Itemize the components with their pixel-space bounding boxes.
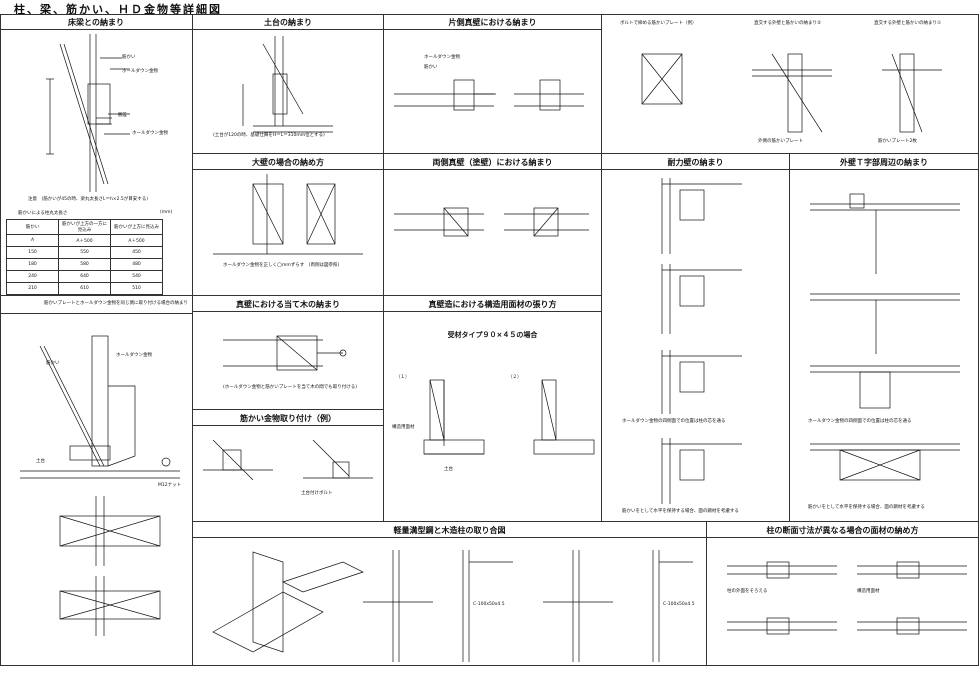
structural-label-sill: 土台 xyxy=(444,467,453,472)
panel-batten: 真壁における当て木の納まり (ホールダウン金物と筋かいプレートを当て木の間でも取… xyxy=(193,296,384,410)
brace-table-title: 筋かいによる柱丸太長さ xyxy=(18,211,68,216)
onewall-label-brace: 筋かい xyxy=(424,65,438,70)
table-cell: 580 xyxy=(58,258,111,271)
panel-beam: 床梁との納まり 筋かい ホールダウン金物 胴差 ホールダウン金物 注意 (筋かい… xyxy=(0,14,193,296)
bracemetal-note: 土台付けボルト xyxy=(301,491,333,496)
panel-onewall: 片側真壁における納まり ホールダウン金物 筋かい xyxy=(384,14,602,154)
table-cell: 450 xyxy=(110,246,163,259)
structural-subtitle: 受材タイプ９０×４５の場合 xyxy=(447,331,538,339)
table-header: 筋かい xyxy=(6,219,59,235)
panel-section: 柱の断面寸法が異なる場合の面材の納め方 柱の外面をそろえる 構造用面材 xyxy=(707,522,979,666)
structural-case-2: （２） xyxy=(508,375,522,380)
table-cell: A＋500 xyxy=(110,234,163,247)
plate-drawing xyxy=(641,53,942,133)
plate-note-b: 筋かいプレート2枚 xyxy=(878,139,917,144)
shear-note-2: 筋かいをとして水平を保持する場合、面の鋼材を考慮する xyxy=(622,509,739,514)
beam-label-holddown: ホールダウン金物 xyxy=(122,69,158,74)
beam-drawing xyxy=(46,34,130,192)
panel-structural-title: 真壁造における構造用面材の張り方 xyxy=(428,300,557,309)
table-cell: 150 xyxy=(6,246,59,259)
structural-label-board: 構造用面材 xyxy=(392,425,415,430)
structural-case-1: （１） xyxy=(396,375,410,380)
plate-note-a: 外側の筋かいプレート xyxy=(758,139,803,144)
ext-note-1: ホールダウン金物の四側面での位置は柱の芯を通る xyxy=(808,419,912,424)
holddown-label-brace: 筋かい xyxy=(46,361,60,366)
onewall-label-holddown: ホールダウン金物 xyxy=(424,55,460,60)
shear-note-1: ホールダウン金物の四側面での位置は柱の芯を通る xyxy=(622,419,726,424)
panel-ext-title: 外壁Ｔ字部周辺の納まり xyxy=(840,158,928,167)
panel-structural: 真壁造における構造用面材の張り方 受材タイプ９０×４５の場合 （１） （２） 構… xyxy=(384,296,602,522)
panel-onewall-title: 片側真壁における納まり xyxy=(448,18,537,27)
steel-label-2: C-100x50x4.5 xyxy=(663,602,695,607)
section-drawing xyxy=(727,561,967,635)
panel-bothwall: 両側真壁（塗壁）における納まり xyxy=(384,154,602,296)
panel-beam-title: 床梁との納まり xyxy=(68,18,124,27)
holddown-drawing xyxy=(20,335,180,636)
batten-drawing xyxy=(223,335,347,371)
panel-plate: ボルトで締める筋かいプレート（例） 直交する外壁と筋かいの納まり② 直交する外壁… xyxy=(602,14,979,154)
panel-batten-title: 真壁における当て木の納まり xyxy=(236,300,340,309)
panel-bracemetal-title: 筋かい金物取り付け（例） xyxy=(240,414,336,423)
panel-steel-title: 軽量溝型鋼と木造柱の取り合図 xyxy=(393,526,506,535)
sill-note: (土台が120の時、基礎仕舞をH＝L＝310mm位とする) xyxy=(213,133,325,138)
table-cell: 540 xyxy=(110,270,163,283)
sill-drawing xyxy=(242,36,333,133)
steel-label-1: C-100x50x4.5 xyxy=(473,602,505,607)
holddown-label-nut: M12ナット xyxy=(158,483,182,488)
ext-note-2: 筋かいをとして水平を保持する場合、面の鋼材を考慮する xyxy=(808,505,925,510)
table-cell: A xyxy=(6,234,59,247)
panel-bracemetal: 筋かい金物取り付け（例） 土台付けボルト xyxy=(193,410,384,522)
table-header: 筋かいが上方に見込み xyxy=(110,219,163,235)
plate-title-a: ボルトで締める筋かいプレート（例） xyxy=(620,21,697,26)
table-cell: 510 xyxy=(110,282,163,295)
ext-drawing xyxy=(810,193,960,481)
table-cell: 240 xyxy=(6,270,59,283)
panel-holddown-title: 筋かいプレートとホールダウン金物を同じ側に取り付ける場合の納まり xyxy=(44,301,188,306)
largewall-note: ホールダウン金物を正しく◯mmずらす (両側は図参照) xyxy=(223,263,340,268)
section-note-1: 柱の外面をそろえる xyxy=(727,589,768,594)
table-cell: 210 xyxy=(6,282,59,295)
panel-largewall-title: 大壁の場合の納め方 xyxy=(252,158,324,167)
batten-note: (ホールダウン金物と筋かいプレートを当て木の間でも取り付ける) xyxy=(223,385,358,390)
section-note-2: 構造用面材 xyxy=(857,589,880,594)
holddown-label-sill: 土台 xyxy=(36,459,45,464)
bracemetal-drawing xyxy=(203,439,373,481)
panel-sill-title: 土台の納まり xyxy=(264,18,312,27)
beam-note: 注意 (筋かいが45の時、梁丸太長さL＝h×2.5が目安する) xyxy=(28,197,149,202)
structural-drawing xyxy=(423,379,595,455)
table-cell: 180 xyxy=(6,258,59,271)
table-cell: 480 xyxy=(110,258,163,271)
holddown-label: ホールダウン金物 xyxy=(116,353,152,358)
shear-drawing xyxy=(661,178,742,504)
panel-ext: 外壁Ｔ字部周辺の納まり ホールダウン金物の四側面での位置は柱の芯を通る 筋かいを… xyxy=(790,154,979,522)
panel-largewall: 大壁の場合の納め方 ホールダウン金物を正しく◯mmずらす (両側は図参照) xyxy=(193,154,384,296)
bothwall-drawing xyxy=(394,207,589,237)
panel-steel: 軽量溝型鋼と木造柱の取り合図 C-100x50x4.5 C-100x50x4.5 xyxy=(193,522,707,666)
panel-holddown: 筋かいプレートとホールダウン金物を同じ側に取り付ける場合の納まり ホールダウン金… xyxy=(0,296,193,666)
table-cell: 550 xyxy=(58,246,111,259)
page-title: 柱、梁、筋かい、ＨＤ金物等詳細図 xyxy=(14,3,222,16)
table-cell: 610 xyxy=(58,282,111,295)
onewall-drawing xyxy=(394,79,584,111)
brace-table-unit: (mm) xyxy=(160,210,173,215)
beam-label-brace: 筋かい xyxy=(122,55,136,60)
table-cell: A＋500 xyxy=(58,234,111,247)
panel-sill: 土台の納まり (土台が120の時、基礎仕舞をH＝L＝310mm位とする) xyxy=(193,14,384,154)
beam-label-holddown-2: ホールダウン金物 xyxy=(132,131,168,136)
plate-title-b: 直交する外壁と筋かいの納まり② xyxy=(754,21,822,26)
plate-title-c: 直交する外壁と筋かいの納まり① xyxy=(874,21,942,26)
panel-shear: 耐力壁の納まり ホールダウン金物の四側面での位置は柱の芯を通る 筋かいをとして水… xyxy=(602,154,790,522)
table-header: 筋かいが上方の一方に見込み xyxy=(58,219,111,235)
table-cell: 640 xyxy=(58,270,111,283)
steel-drawing xyxy=(212,550,693,662)
panel-shear-title: 耐力壁の納まり xyxy=(667,158,724,167)
largewall-drawing xyxy=(213,174,363,255)
panel-section-title: 柱の断面寸法が異なる場合の面材の納め方 xyxy=(766,526,919,535)
beam-label-girth: 胴差 xyxy=(118,113,127,118)
panel-bothwall-title: 両側真壁（塗壁）における納まり xyxy=(432,158,553,167)
